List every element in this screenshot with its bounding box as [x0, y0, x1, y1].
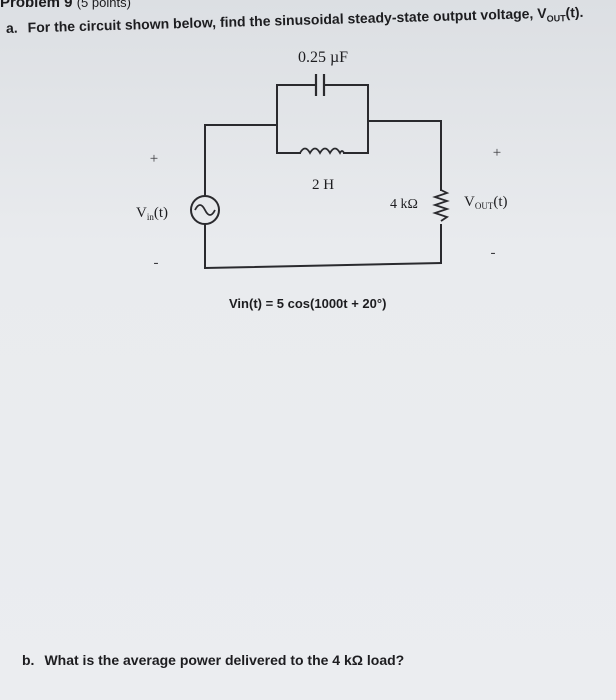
question-b-text: What is the average power delivered to t… [44, 652, 405, 668]
resistor-label: 4 kΩ [390, 197, 418, 212]
vin-tail: (t) [154, 205, 168, 221]
inductor-icon [299, 147, 345, 155]
question-b: b. What is the average power delivered to… [22, 652, 404, 668]
source-equation: Vin(t) = 5 cos(1000t + 20°) [229, 296, 387, 311]
capacitor-icon [314, 74, 326, 96]
ac-source-icon [190, 195, 220, 225]
problem-title: Problem 9 [0, 0, 73, 11]
vout-plus-sign: + [493, 145, 501, 161]
inductor-label: 2 H [312, 177, 334, 193]
problem-points: (5 points) [76, 0, 131, 10]
wire-bottom [203, 261, 443, 270]
vout-label: VOUT(t) [464, 194, 508, 211]
vin-subscript: in [147, 212, 155, 222]
vout-tail: (t) [493, 194, 507, 210]
question-b-label: b. [22, 652, 35, 668]
vin-label: Vin(t) [136, 205, 168, 222]
problem-header: Problem 9 (5 points) [0, 0, 131, 11]
vout-main: V [464, 194, 475, 210]
vin-plus-sign: + [150, 151, 158, 167]
vin-minus-sign: - [154, 255, 159, 271]
resistor-icon [432, 189, 450, 222]
vin-main: V [136, 205, 147, 221]
capacitor-label: 0.25 µF [298, 49, 348, 66]
vout-minus-sign: - [491, 245, 496, 261]
vout-subscript: OUT [475, 201, 494, 211]
